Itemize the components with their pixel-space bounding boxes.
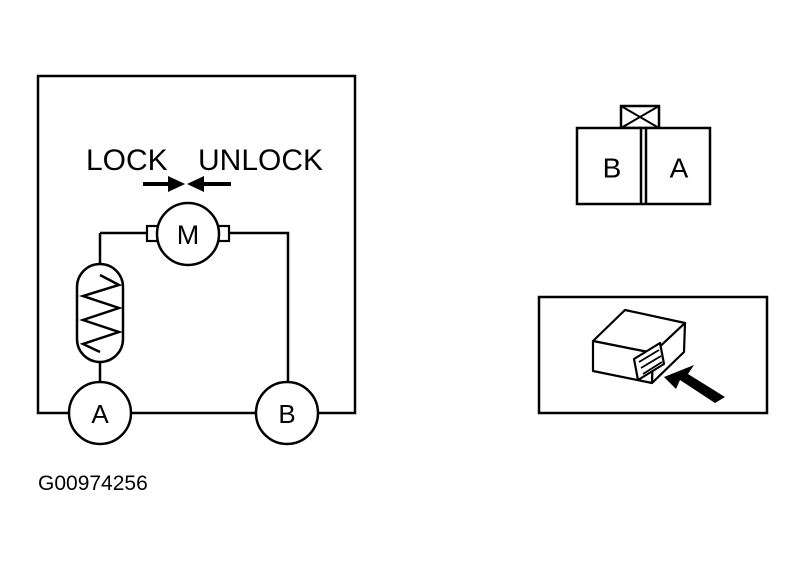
connector-latch-icon bbox=[619, 104, 661, 130]
lock-label: LOCK bbox=[86, 144, 168, 177]
outer-frame bbox=[36, 74, 357, 415]
motor-label: M bbox=[177, 220, 200, 250]
unlock-label: UNLOCK bbox=[198, 144, 323, 177]
actuator-schematic bbox=[36, 74, 357, 415]
connector-face: B A bbox=[575, 104, 712, 206]
lock-arrow-icon bbox=[143, 176, 185, 192]
terminal-a-label: A bbox=[91, 399, 109, 429]
connector-pin-a-label: A bbox=[670, 153, 689, 184]
wire-motor-to-b bbox=[229, 231, 290, 381]
terminal-b-label: B bbox=[278, 399, 295, 429]
connector-pin-b-label: B bbox=[603, 153, 622, 184]
component-location-inset bbox=[537, 295, 769, 415]
actuator-module-icon bbox=[591, 308, 687, 385]
motor-icon: M bbox=[145, 201, 231, 267]
figure-code: G00974256 bbox=[38, 472, 148, 495]
unlock-arrow-icon bbox=[187, 176, 231, 192]
ptc-thermistor-icon bbox=[75, 262, 125, 364]
location-arrow-icon bbox=[664, 365, 725, 403]
terminal-b: B bbox=[254, 380, 320, 446]
terminal-a: A bbox=[67, 380, 133, 446]
